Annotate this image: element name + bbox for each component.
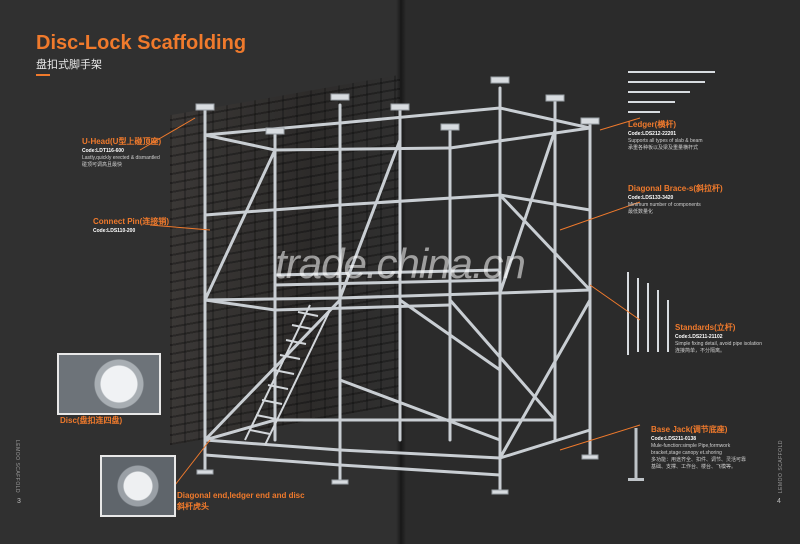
- left-side-text: LEMOO SCAFFOLD: [14, 440, 20, 494]
- ledger-desc-1: Supports all types of slab & beam: [628, 138, 703, 144]
- uhead-desc-1: Lastly,quickly erected & dismantled: [82, 155, 160, 161]
- base-jack-desc-4: 基础、支撑、工作台、楼台、飞模等。: [651, 464, 737, 470]
- uhead-code: Code:LDT116-600: [82, 148, 124, 154]
- page-title: Disc-Lock Scaffolding: [36, 32, 247, 54]
- page-subtitle: 盘扣式脚手架: [36, 59, 102, 71]
- diagonal-end-photo: [100, 455, 176, 517]
- diagonal-brace-desc-1: Minimum number of components: [628, 202, 701, 208]
- diagonal-brace-code: Code:LDS133-3420: [628, 195, 674, 201]
- diagonal-end-subtitle: 斜杆虎头: [177, 502, 209, 511]
- ledger-desc-2: 承重各种板以及梁及重量横杆式: [628, 145, 699, 151]
- standards-desc-2: 连接简单，不分隔离。: [675, 348, 726, 354]
- connect-pin-title: Connect Pin(连接销): [93, 217, 169, 226]
- disc-title: Disc(盘扣连四盘): [60, 416, 123, 425]
- right-page-number: 4: [777, 498, 781, 505]
- base-jack-code: Code:LDS211-0138: [651, 436, 697, 442]
- uhead-desc-2: 碰顶可调高且最快: [82, 162, 123, 168]
- disc-photo: [57, 353, 161, 415]
- ledger-title: Ledger(横杆): [628, 120, 676, 129]
- diagonal-end-title: Diagonal end,ledger end and disc: [177, 491, 305, 500]
- connect-pin-code: Code:LDS110-200: [93, 228, 136, 234]
- base-jack-title: Base Jack(调节底座): [651, 425, 728, 434]
- standards-title: Standards(立杆): [675, 323, 736, 332]
- diagonal-brace-desc-2: 最低数量化: [628, 209, 654, 215]
- standards-desc-1: Simple fixing detail, avoid pipe isolati…: [675, 341, 762, 347]
- watermark: trade.china.cn: [275, 240, 526, 287]
- uhead-title: U-Head(U型上碰顶座): [82, 137, 162, 146]
- standards-samples: [627, 272, 669, 355]
- ledger-code: Code:LDS212-22201: [628, 131, 677, 137]
- standards-code: Code:LDS211-21102: [675, 334, 723, 340]
- diagonal-brace-title: Diagonal Brace-s(斜拉杆): [628, 184, 723, 193]
- ledger-samples: [628, 71, 715, 113]
- base-jack-desc-1: Mule-function:simple Pipe,formwork: [651, 443, 731, 449]
- title-underline: [36, 74, 50, 76]
- base-jack-desc-2: bracket,stage canopy et.shoring: [651, 450, 722, 456]
- stair: [244, 304, 331, 446]
- left-page-number: 3: [17, 498, 21, 505]
- base-jack-sample: [628, 428, 644, 481]
- base-jack-desc-3: 多功能：用途齐全、扣件、调节、灵活可靠: [651, 457, 747, 463]
- right-side-text: LEMOO SCAFFOLD: [778, 440, 784, 494]
